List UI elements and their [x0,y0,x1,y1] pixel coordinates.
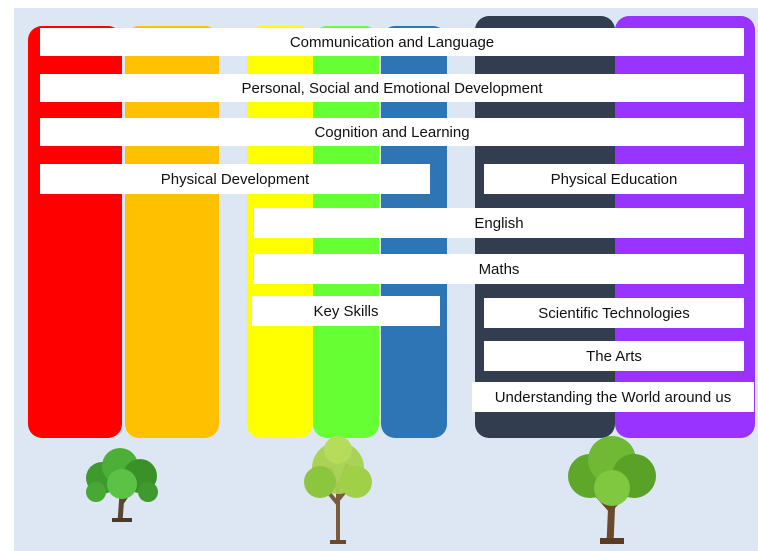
diagram-background: Communication and Language Personal, Soc… [14,8,758,551]
label-communication: Communication and Language [40,28,744,56]
label-understanding-world: Understanding the World around us [472,382,754,412]
label-physical-education: Physical Education [484,164,744,194]
tree-icon-right [568,436,656,545]
tree-icon-left [86,448,158,523]
label-cognition: Cognition and Learning [40,118,744,146]
label-english: English [254,208,744,238]
label-maths: Maths [254,254,744,284]
label-physical-development: Physical Development [40,164,430,194]
label-scientific-technologies: Scientific Technologies [484,298,744,328]
tree-icon-middle [304,436,372,544]
label-the-arts: The Arts [484,341,744,371]
label-personal: Personal, Social and Emotional Developme… [40,74,744,102]
label-key-skills: Key Skills [252,296,440,326]
